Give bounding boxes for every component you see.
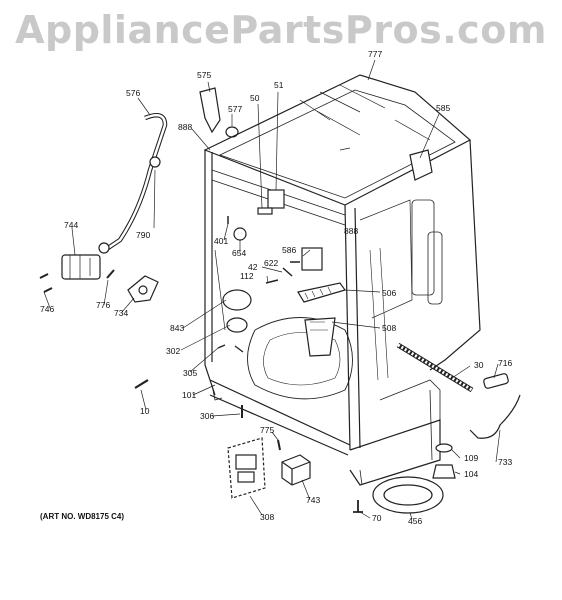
part-label-104: 104 <box>464 469 478 479</box>
ring-456 <box>372 476 444 514</box>
part-labels: 777 585 575 51 577 50 576 888 888 790 401 654 586 744… <box>40 49 512 526</box>
part-label-302: 302 <box>166 346 180 356</box>
part-label-654: 654 <box>232 248 246 258</box>
part-label-888: 888 <box>178 122 192 132</box>
part-label-585: 585 <box>436 103 450 113</box>
tub <box>203 74 481 486</box>
part-label-506: 506 <box>382 288 396 298</box>
part-label-716: 716 <box>498 358 512 368</box>
part-label-776: 776 <box>96 300 110 310</box>
part-302 <box>226 317 248 333</box>
bracket-51 <box>267 189 285 209</box>
drain-hose <box>103 112 168 252</box>
part-label-456: 456 <box>408 516 422 526</box>
bracket-50 <box>257 207 273 215</box>
gasket-577 <box>225 126 239 138</box>
funnel-654 <box>233 227 247 241</box>
part-label-577: 577 <box>228 104 242 114</box>
part-label-305: 305 <box>183 368 197 378</box>
part-label-775: 775 <box>260 425 274 435</box>
cap-716 <box>483 373 509 389</box>
part-label-622: 622 <box>264 258 278 268</box>
part-label-308: 308 <box>260 512 274 522</box>
bracket-734 <box>127 275 159 303</box>
part-label-744: 744 <box>64 220 78 230</box>
part-label-42: 42 <box>248 262 258 272</box>
spring-30-coil <box>397 343 473 392</box>
part-label-50: 50 <box>250 93 260 103</box>
part-label-70: 70 <box>372 513 382 523</box>
part-label-576: 576 <box>126 88 140 98</box>
leader-lines <box>43 59 501 520</box>
filter-508 <box>304 317 336 357</box>
part-label-733: 733 <box>498 457 512 467</box>
cable-733 <box>469 394 521 439</box>
part-label-109: 109 <box>464 453 478 463</box>
part-label-10: 10 <box>140 406 150 416</box>
part-843 <box>222 289 252 311</box>
screw-776 <box>106 269 115 279</box>
part-label-112: 112 <box>240 271 254 281</box>
clips-305 <box>217 344 244 353</box>
leg-70 <box>353 500 363 513</box>
bracket-308 <box>227 437 266 499</box>
washer-109 <box>435 443 453 453</box>
box-743 <box>281 454 311 486</box>
part-label-30: 30 <box>474 360 484 370</box>
screw-775 <box>277 439 281 451</box>
part-label-306: 306 <box>200 411 214 421</box>
part-label-101: 101 <box>182 390 196 400</box>
part-label-746: 746 <box>40 304 54 314</box>
part-label-843: 843 <box>170 323 184 333</box>
part-label-508: 508 <box>382 323 396 333</box>
spray-arm-506 <box>297 282 346 303</box>
part-label-575: 575 <box>197 70 211 80</box>
part-label-777: 777 <box>368 49 382 59</box>
screw-10 <box>134 379 149 389</box>
vent-575 <box>199 87 221 134</box>
part-label-734: 734 <box>114 308 128 318</box>
part-label-743: 743 <box>306 495 320 505</box>
nut-104 <box>432 464 456 479</box>
part-label-51: 51 <box>274 80 284 90</box>
part-586 <box>301 247 323 271</box>
watermark: AppliancePartsPros.com <box>15 8 547 52</box>
part-585 <box>409 149 433 181</box>
art-number: (ART NO. WD8175 C4) <box>40 512 125 521</box>
part-label-888: 888 <box>344 226 358 236</box>
part-label-586: 586 <box>282 245 296 255</box>
drain-pump <box>61 242 110 280</box>
screws-746 <box>39 273 53 293</box>
part-label-401: 401 <box>214 236 228 246</box>
part-label-790: 790 <box>136 230 150 240</box>
